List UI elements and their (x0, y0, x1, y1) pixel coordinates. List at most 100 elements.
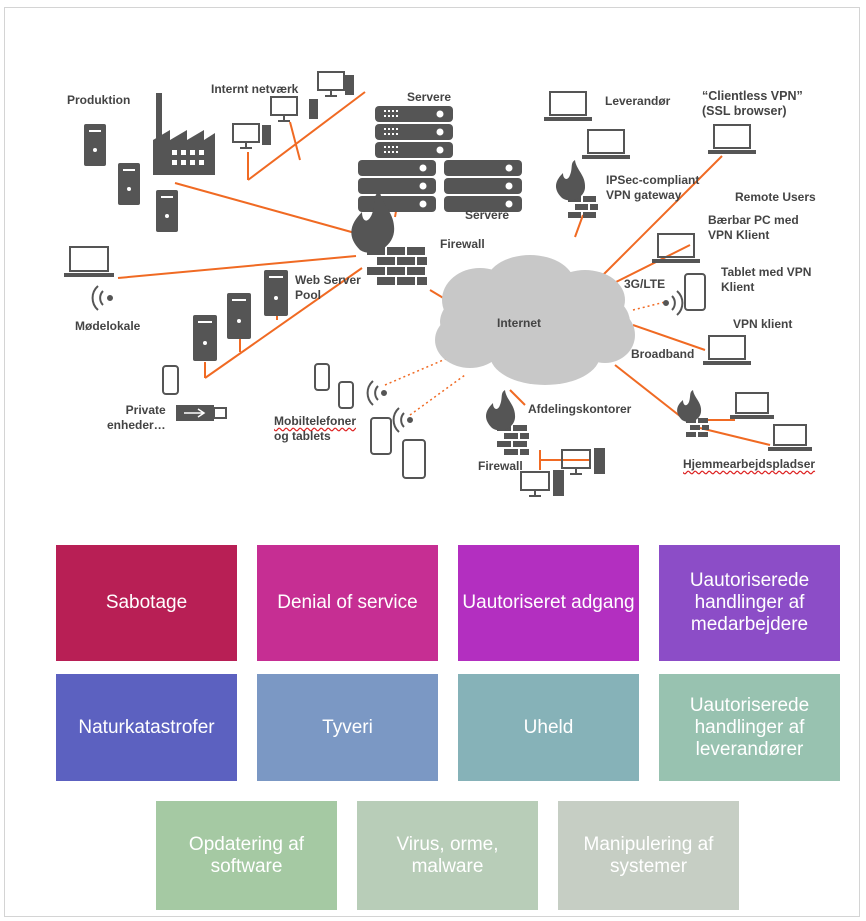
label-mobil-line1: Mobiltelefoner (274, 414, 357, 428)
laptop-icon (730, 392, 774, 419)
rack-server-icon (444, 196, 522, 212)
threat-label: Denial of service (277, 592, 418, 613)
label-private-line1: Private (125, 403, 166, 417)
threat-tile: Manipulering af systemer (558, 801, 739, 910)
usb-drive-icon (176, 405, 227, 421)
internal-towers (262, 75, 354, 145)
threat-tile: Tyveri (257, 674, 438, 781)
label-firewall-main: Firewall (440, 237, 485, 251)
ipsec-firewall-icon (555, 160, 598, 218)
desktop-monitor-icon (270, 96, 298, 122)
label-private-line2: enheder… (107, 418, 166, 432)
label-clientless-line1: “Clientless VPN” (702, 89, 803, 103)
label-firewall-branch: Firewall (478, 459, 523, 473)
threat-tile: Uautoriseret adgang (458, 545, 639, 661)
threat-label: Opdatering af software (188, 833, 305, 877)
wifi-icons (91, 285, 684, 433)
rack-server-icon (444, 160, 522, 176)
wireless-icon (366, 380, 387, 406)
label-servere-top: Servere (407, 90, 452, 104)
threat-tile: Uautoriserede handlinger af medarbejdere (659, 545, 840, 661)
threat-label: Uautoriseret adgang (462, 592, 635, 613)
label-clientless-vpn: “Clientless VPN”(SSL browser) (702, 89, 803, 119)
tower-pc-icon (118, 163, 140, 205)
label-mobil-line2: og tablets (274, 429, 331, 443)
threat-tile: Uheld (458, 674, 639, 781)
rack-servers-top (358, 106, 522, 212)
threat-label: Uautoriserede handlinger af leverandører (689, 694, 810, 760)
tablet-icon (370, 417, 392, 455)
firewall-icon (351, 190, 427, 285)
threat-tile: Denial of service (257, 545, 438, 661)
label-hjemmearbejdspladser: Hjemmearbejdspladser (683, 457, 816, 471)
label-web-server-line1: Web Server (295, 273, 361, 287)
laptop-icon (703, 335, 751, 365)
threat-tile: Sabotage (56, 545, 237, 661)
tower-pc-icon (84, 124, 106, 166)
label-remote-users: Remote Users (735, 190, 816, 204)
rack-server-icon (358, 178, 436, 194)
branch-towers (553, 448, 605, 496)
tower-pc-icon (264, 270, 288, 316)
phone-icon (162, 365, 179, 395)
label-baerbar-line1: Bærbar PC med (708, 213, 799, 227)
rack-server-icon (375, 124, 453, 140)
label-ipsec-line1: IPSec-compliant (606, 173, 700, 187)
label-afdelingskontorer: Afdelingskontorer (528, 402, 632, 416)
threat-label: Uheld (523, 716, 574, 738)
tower-pc-icon (156, 190, 178, 232)
rack-server-icon (358, 196, 436, 212)
branch-desktops (520, 449, 591, 497)
mobile-devices (162, 273, 706, 479)
label-internt-netvaerk: Internt netværk (211, 82, 299, 96)
wireless-icon (91, 285, 113, 311)
threat-tile: Naturkatastrofer (56, 674, 237, 781)
wireless-icon (663, 290, 684, 316)
tablet-icon (402, 439, 426, 479)
label-tablet-line1: Tablet med VPN (721, 265, 812, 279)
label-vpn-klient: VPN klient (733, 317, 793, 331)
wireless-icon (392, 407, 413, 433)
threat-tile: Opdatering af software (156, 801, 337, 910)
threat-label: Naturkatastrofer (78, 716, 215, 738)
rack-server-icon (375, 106, 453, 122)
label-clientless-line2: (SSL browser) (702, 104, 787, 118)
home-firewall-icon (677, 390, 709, 437)
threat-label: Tyveri (322, 716, 373, 738)
label-ipsec-line2: VPN gateway (606, 188, 682, 202)
internet-cloud-icon (435, 255, 635, 385)
label-broadband: Broadband (631, 347, 695, 361)
laptop-icon (582, 129, 630, 159)
label-baerbar-line2: VPN Klient (708, 228, 770, 242)
label-web-server-line2: Pool (295, 288, 321, 302)
threat-label: Manipulering af systemer (583, 833, 714, 877)
slide-frame (4, 7, 860, 917)
rack-server-icon (375, 142, 453, 158)
threat-tile: Uautoriserede handlinger af leverandører (659, 674, 840, 781)
label-modelokale: Mødelokale (75, 319, 141, 333)
factory-icon (153, 93, 215, 175)
threat-label: Sabotage (105, 592, 188, 613)
label-3g-lte: 3G/LTE (624, 277, 666, 291)
phone-icon (314, 363, 330, 391)
tablet-icon (684, 273, 706, 311)
laptop-icon (708, 124, 756, 154)
desktop-monitor-icon (520, 471, 550, 497)
tower-pc-icon (227, 293, 251, 339)
laptops (64, 91, 812, 451)
threat-tile: Virus, orme, malware (357, 801, 538, 910)
wireless-links (384, 301, 666, 416)
tower-pc-icon (193, 315, 217, 361)
threat-label: Uautoriserede handlinger af medarbejdere (689, 570, 810, 635)
label-servere-bottom: Servere (465, 208, 510, 222)
label-leverandor: Leverandør (605, 94, 671, 108)
branch-firewall-icon (485, 390, 529, 455)
laptop-icon (652, 233, 700, 263)
rack-server-icon (444, 178, 522, 194)
